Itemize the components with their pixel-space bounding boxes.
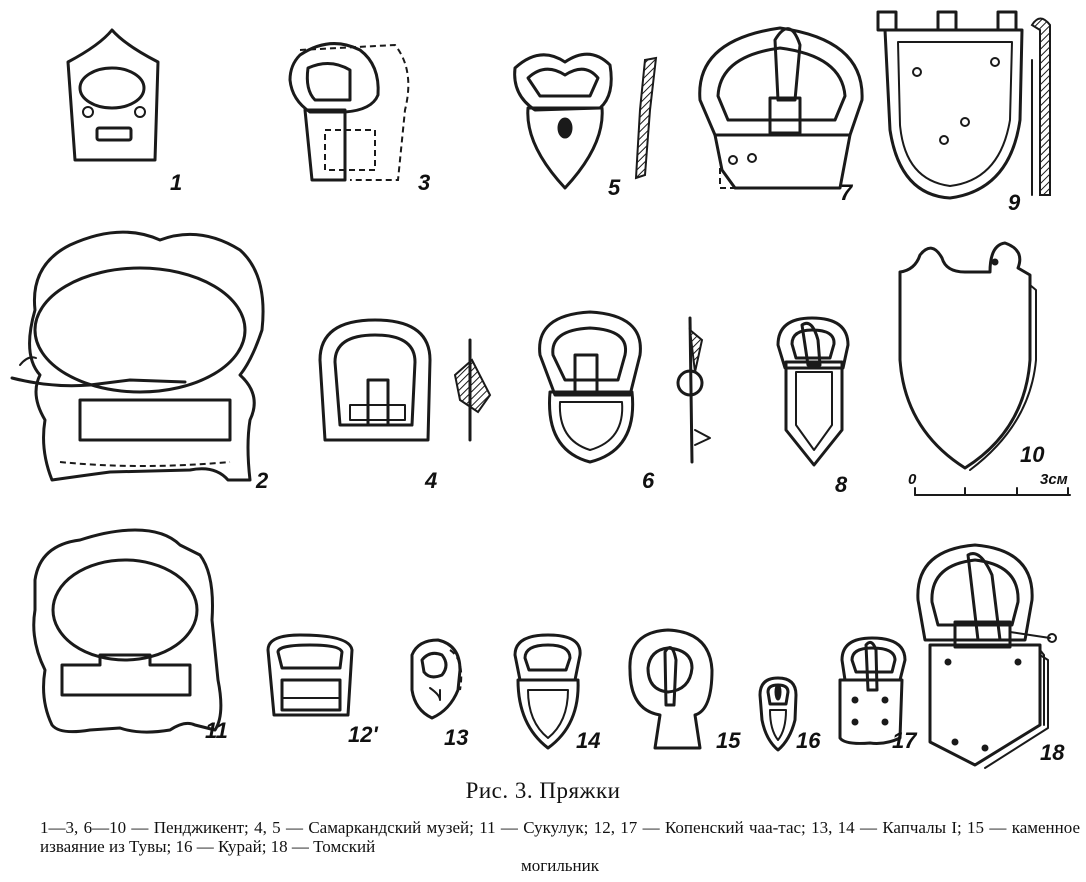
figure-caption-title: Рис. 3. Пряжки	[465, 778, 621, 803]
figure-label-13: 13	[444, 725, 468, 750]
buckle-drawing-18	[916, 543, 1057, 769]
buckle-drawing-7	[698, 26, 864, 190]
figure-label-14: 14	[576, 728, 600, 753]
caption-body: 1—3, 6—10 — Пенджикент; 4, 5 — Самарканд…	[40, 818, 1080, 856]
figure-label-2: 2	[255, 468, 269, 493]
buckle-drawing-17	[838, 636, 907, 745]
figure-label-3: 3	[418, 170, 430, 195]
figure-caption-text: 1—3, 6—10 — Пенджикент; 4, 5 — Самарканд…	[40, 818, 1080, 875]
buckle-drawing-5	[513, 52, 658, 190]
figure-label-6: 6	[642, 468, 655, 493]
figure-label-11: 11	[205, 718, 228, 743]
figure-label-1: 1	[170, 170, 182, 195]
figure-label-16: 16	[796, 728, 821, 753]
figure-label-9: 9	[1008, 190, 1021, 215]
figure-label-15: 15	[716, 728, 741, 753]
buckle-drawing-4	[318, 318, 492, 442]
buckles-plate: 0 3см	[10, 10, 1071, 769]
figure-label-12: 12'	[348, 722, 378, 747]
figure-label-8: 8	[835, 472, 848, 497]
buckle-drawing-12	[266, 633, 354, 717]
figure-label-18: 18	[1040, 740, 1065, 765]
figure-label-4: 4	[424, 468, 437, 493]
buckle-drawing-1	[66, 28, 160, 162]
buckle-drawing-15	[628, 628, 714, 750]
buckle-drawing-16	[758, 676, 798, 752]
buckle-drawing-9	[876, 10, 1051, 200]
scale-end-label: 3см	[1040, 471, 1068, 488]
buckle-drawing-6	[538, 310, 711, 464]
buckle-drawing-8	[776, 316, 850, 467]
buckle-drawing-11	[32, 528, 223, 734]
scale-start-label: 0	[908, 471, 917, 488]
figure-label-7: 7	[840, 180, 854, 205]
scale-bar: 0 3см	[908, 471, 1071, 496]
buckle-drawing-10	[898, 241, 1037, 471]
buckle-drawing-13	[410, 638, 463, 720]
buckle-drawing-3	[288, 42, 410, 182]
buckle-drawing-2	[10, 230, 265, 482]
figure-label-17: 17	[892, 728, 918, 753]
figure-label-10: 10	[1020, 442, 1045, 467]
figure-label-5: 5	[608, 175, 621, 200]
buckle-drawing-14	[513, 633, 582, 750]
caption-last-line: могильник	[520, 856, 600, 875]
